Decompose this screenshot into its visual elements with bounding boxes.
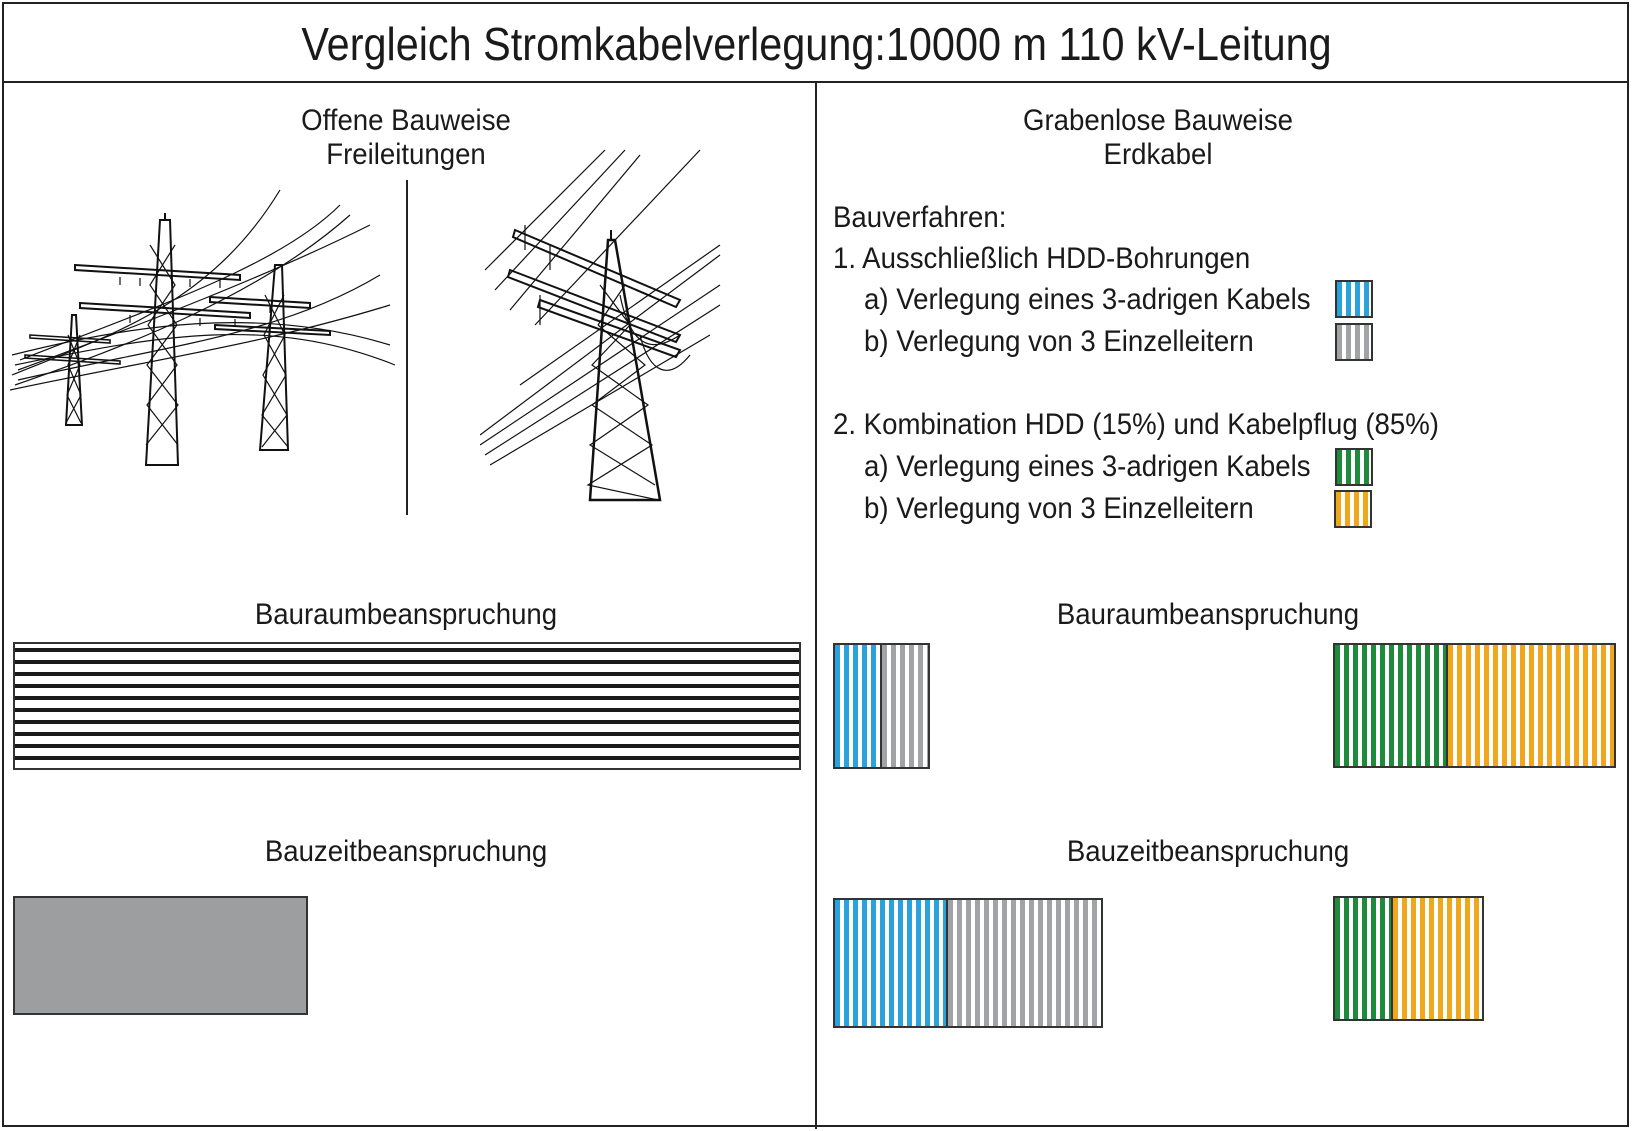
power-pylon-closeup-icon xyxy=(480,149,721,502)
bauraum-method1a-bar xyxy=(833,643,883,769)
method2a-label: a) Verlegung eines 3-adrigen Kabels xyxy=(864,450,1311,483)
right-bauraum-label: Bauraumbeanspruchung xyxy=(1056,598,1360,631)
method2a-swatch xyxy=(1335,448,1373,486)
right-heading-line1: Grabenlose Bauweise xyxy=(1022,104,1294,137)
left-bauzeit-bar xyxy=(13,896,308,1015)
illustration-separator xyxy=(406,180,408,515)
right-bauzeit-label: Bauzeitbeanspruchung xyxy=(1066,835,1350,868)
left-heading-line1: Offene Bauweise xyxy=(301,104,511,137)
method2-label: 2. Kombination HDD (15%) und Kabelpflug … xyxy=(833,408,1439,441)
bauzeit-method1b-bar xyxy=(946,898,1103,1028)
bauverfahren-label: Bauverfahren: xyxy=(833,201,1007,234)
right-heading-line2: Erdkabel xyxy=(1103,138,1213,171)
bauraum-method2a-bar xyxy=(1333,643,1448,768)
method1a-label: a) Verlegung eines 3-adrigen Kabels xyxy=(864,283,1311,316)
method1-label: 1. Ausschließlich HDD-Bohrungen xyxy=(833,242,1251,275)
column-divider xyxy=(815,82,817,1129)
method2b-label: b) Verlegung von 3 Einzelleitern xyxy=(864,492,1254,525)
bauraum-method2b-bar xyxy=(1446,643,1616,768)
bauzeit-method2a-bar xyxy=(1333,896,1393,1021)
left-bauzeit-label: Bauzeitbeanspruchung xyxy=(264,835,548,868)
left-bauraum-label: Bauraumbeanspruchung xyxy=(254,598,558,631)
method1b-label: b) Verlegung von 3 Einzelleitern xyxy=(864,325,1254,358)
diagram-title: Vergleich Stromkabelverlegung:10000 m 11… xyxy=(301,18,1332,70)
bauraum-method1b-bar xyxy=(880,643,930,769)
power-pylon-group-icon xyxy=(10,189,396,466)
bauzeit-method2b-bar xyxy=(1391,896,1484,1021)
method1a-swatch xyxy=(1335,280,1373,318)
left-heading-line2: Freileitungen xyxy=(326,138,486,171)
method2b-swatch xyxy=(1334,490,1372,528)
method1b-swatch xyxy=(1335,323,1373,361)
bauzeit-method1a-bar xyxy=(833,898,948,1028)
left-bauraum-bar xyxy=(13,642,801,770)
